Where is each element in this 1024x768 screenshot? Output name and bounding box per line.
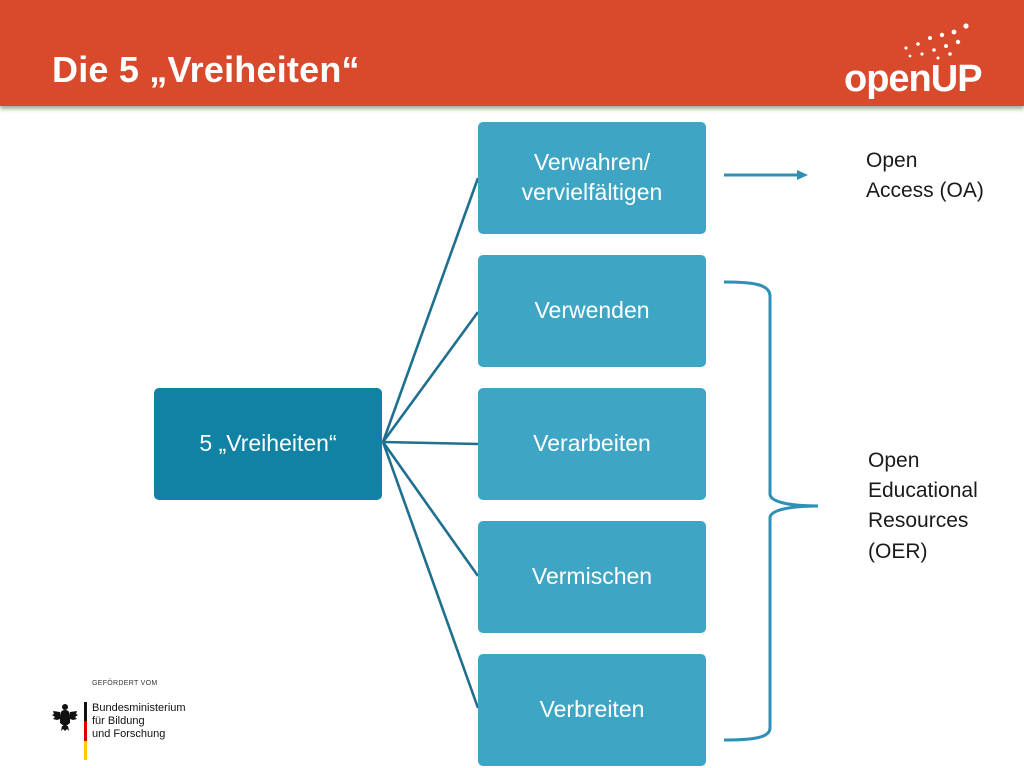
german-flag-bar <box>84 702 87 760</box>
oer-label-line1: Open <box>868 449 920 472</box>
node-verwahren-line1: Verwahren/ <box>533 149 651 176</box>
logo-wordmark: openUP <box>844 58 983 100</box>
node-verwahren-line2: vervielfältigen <box>521 179 663 205</box>
oa-label-line2: Access (OA) <box>866 179 984 203</box>
header-bar: Die 5 „Vreiheiten“ openUP <box>0 0 1024 106</box>
page-title: Die 5 „Vreiheiten“ <box>52 49 360 90</box>
funder-caption: GEFÖRDERT VOM <box>92 680 158 687</box>
connector-line-1 <box>381 177 480 443</box>
logo-dots-icon <box>904 23 969 60</box>
funder-logo: GEFÖRDERT VOM Bundesministerium für Bild… <box>50 680 220 760</box>
openup-logo: openUP <box>838 22 988 102</box>
node-verwenden-label: Verwenden <box>534 297 650 324</box>
funder-line1: Bundesministerium <box>92 702 186 714</box>
oer-label-line2: Educational <box>868 479 978 503</box>
oer-label-line3: Resources <box>868 509 969 533</box>
connector-line-2 <box>381 311 480 443</box>
node-verbreiten-label: Verbreiten <box>539 696 645 723</box>
funder-line2: für Bildung <box>92 715 145 728</box>
connector-line-3 <box>382 440 479 446</box>
root-node: 5 „Vreiheiten“ <box>154 388 382 500</box>
node-verarbeiten-label: Verarbeiten <box>533 430 651 457</box>
node-verbreiten: Verbreiten <box>478 654 706 766</box>
connector-line-4 <box>381 441 480 577</box>
oa-label-line1: Open <box>866 149 918 172</box>
node-verwenden: Verwenden <box>478 255 706 367</box>
root-node-label: 5 „Vreiheiten“ <box>199 430 337 457</box>
connector-line-5 <box>381 441 480 709</box>
node-vermischen: Vermischen <box>478 521 706 633</box>
oer-label-line4: (OER) <box>868 539 928 563</box>
oer-label: Open Educational Resources (OER) <box>868 446 978 567</box>
eagle-icon <box>52 704 78 731</box>
funder-line3: und Forschung <box>92 728 166 741</box>
oa-label: Open Access (OA) <box>866 146 984 206</box>
funder-name: Bundesministerium für Bildung und Forsch… <box>92 702 186 742</box>
node-verwahren: Verwahren/ vervielfältigen <box>478 122 706 234</box>
node-vermischen-label: Vermischen <box>531 563 653 590</box>
oa-arrow <box>724 170 808 180</box>
oer-brace <box>723 280 819 742</box>
node-verarbeiten: Verarbeiten <box>478 388 706 500</box>
